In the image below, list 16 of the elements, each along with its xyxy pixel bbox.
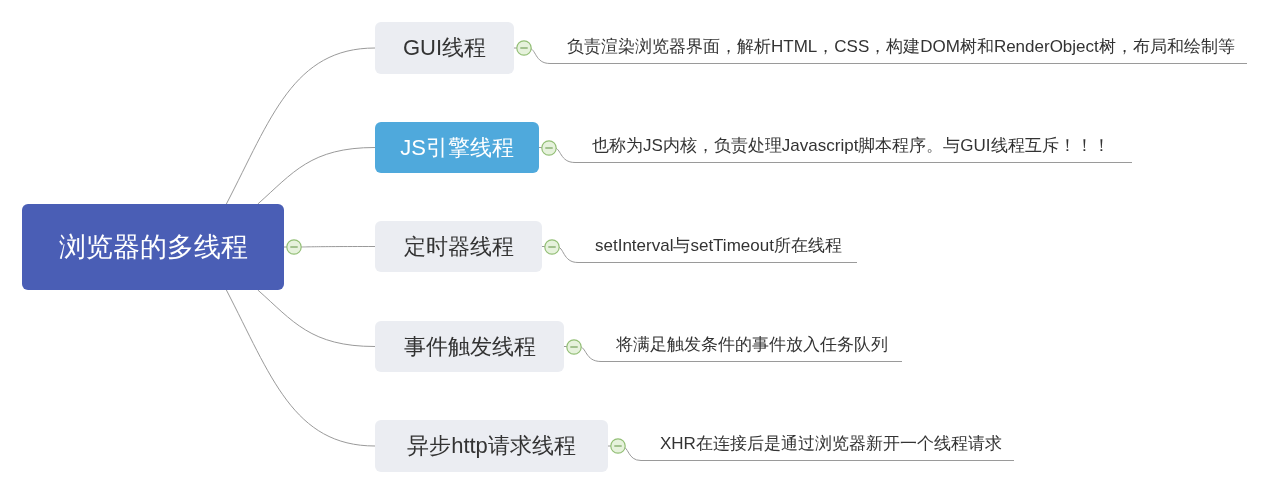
detail-text: 也称为JS内核，负责处理Javascript脚本程序。与GUI线程互斥！！！: [575, 134, 1132, 163]
subtopic-box: GUI线程: [375, 22, 514, 74]
connector-line: [283, 246, 376, 248]
subtopic-box: 异步http请求线程: [375, 420, 608, 472]
detail-text: 负责渲染浏览器界面，解析HTML，CSS，构建DOM树和RenderObject树，布局和绘制等: [550, 35, 1247, 64]
subtopic-box: JS引擎线程: [375, 122, 539, 173]
central-topic-box: 浏览器的多线程: [22, 204, 284, 290]
detail-text: setInterval与setTimeout所在线程: [578, 234, 857, 263]
detail-text: 将满足触发条件的事件放入任务队列: [601, 333, 902, 362]
connector-line: [225, 289, 376, 447]
connector-line: [257, 147, 376, 205]
subtopic-box: 事件触发线程: [375, 321, 564, 372]
subtopic-box: 定时器线程: [375, 221, 542, 272]
detail-text: XHR在连接后是通过浏览器新开一个线程请求: [641, 432, 1014, 461]
connector-line: [225, 47, 376, 205]
connector-line: [257, 289, 376, 347]
